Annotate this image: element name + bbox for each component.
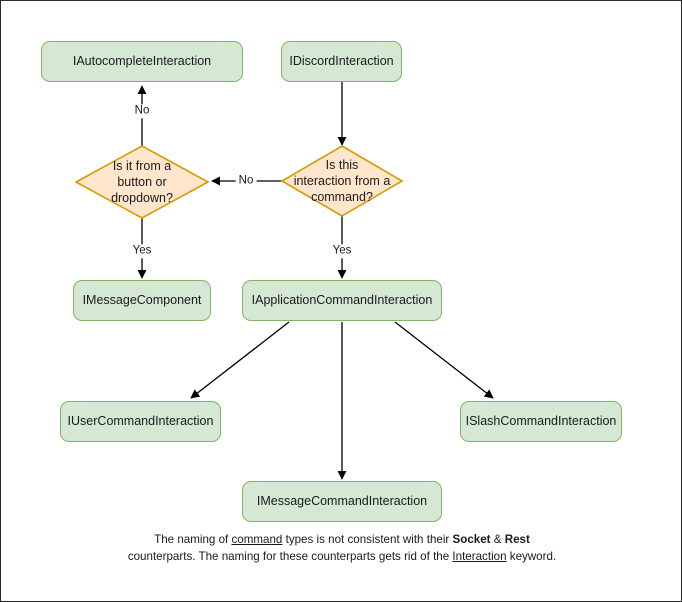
caption-part-3: & bbox=[490, 533, 505, 546]
node-label: IApplicationCommandInteraction bbox=[251, 292, 433, 307]
node-label: ISlashCommandInteraction bbox=[465, 413, 617, 428]
node-iautocompleteinteraction[interactable]: IAutocompleteInteraction bbox=[41, 41, 243, 82]
node-decision-is-this-interaction-from-a-command[interactable]: Is this interaction from a command? bbox=[281, 145, 403, 217]
diamond-line-3: command? bbox=[311, 190, 373, 205]
diamond-label: Is this interaction from a command? bbox=[294, 157, 391, 206]
edge-appcommand-to-usercommand bbox=[190, 321, 290, 399]
diamond-line-3: dropdown? bbox=[111, 191, 173, 206]
node-imessagecomponent[interactable]: IMessageComponent bbox=[73, 280, 211, 321]
edge-label-no-left: No bbox=[235, 174, 257, 188]
node-iusercommandinteraction[interactable]: IUserCommandInteraction bbox=[60, 401, 221, 442]
edge-label-yes-left: Yes bbox=[129, 244, 155, 258]
edge-appcommand-to-slashcommand bbox=[394, 321, 494, 399]
caption-part-2: types is not consistent with their bbox=[282, 533, 450, 546]
diamond-line-2: interaction from a bbox=[293, 173, 391, 188]
node-label: IDiscordInteraction bbox=[289, 53, 394, 68]
caption-part-5: keyword. bbox=[506, 549, 557, 563]
caption-part-1: The naming of bbox=[154, 533, 232, 546]
diamond-line-1: Is this bbox=[325, 157, 359, 172]
caption-underline-command: command bbox=[231, 533, 283, 546]
node-label: IMessageCommandInteraction bbox=[256, 493, 428, 508]
diamond-label: Is it from a button or dropdown? bbox=[111, 158, 173, 207]
node-label: IUserCommandInteraction bbox=[67, 413, 214, 428]
diagram-caption: The naming of command types is not consi… bbox=[122, 532, 562, 566]
caption-part-4: counterparts. The naming for these count… bbox=[127, 549, 453, 563]
caption-underline-interaction: Interaction bbox=[452, 549, 507, 563]
node-idiscordinteraction[interactable]: IDiscordInteraction bbox=[281, 41, 402, 82]
diamond-line-2: button or bbox=[117, 174, 167, 189]
node-imessagecommandinteraction[interactable]: IMessageCommandInteraction bbox=[242, 481, 442, 522]
node-label: IAutocompleteInteraction bbox=[72, 53, 212, 68]
edge-label-yes-right: Yes bbox=[329, 244, 355, 258]
node-islashcommandinteraction[interactable]: ISlashCommandInteraction bbox=[460, 401, 622, 442]
node-decision-is-it-from-a-button-or-dropdown[interactable]: Is it from a button or dropdown? bbox=[75, 145, 209, 219]
caption-bold-socket: Socket bbox=[452, 533, 491, 546]
diamond-line-1: Is it from a bbox=[112, 158, 172, 173]
edge-label-no-up: No bbox=[131, 104, 153, 118]
caption-bold-rest: Rest bbox=[504, 533, 530, 546]
node-label: IMessageComponent bbox=[82, 292, 202, 307]
node-iapplicationcommandinteraction[interactable]: IApplicationCommandInteraction bbox=[242, 280, 442, 321]
